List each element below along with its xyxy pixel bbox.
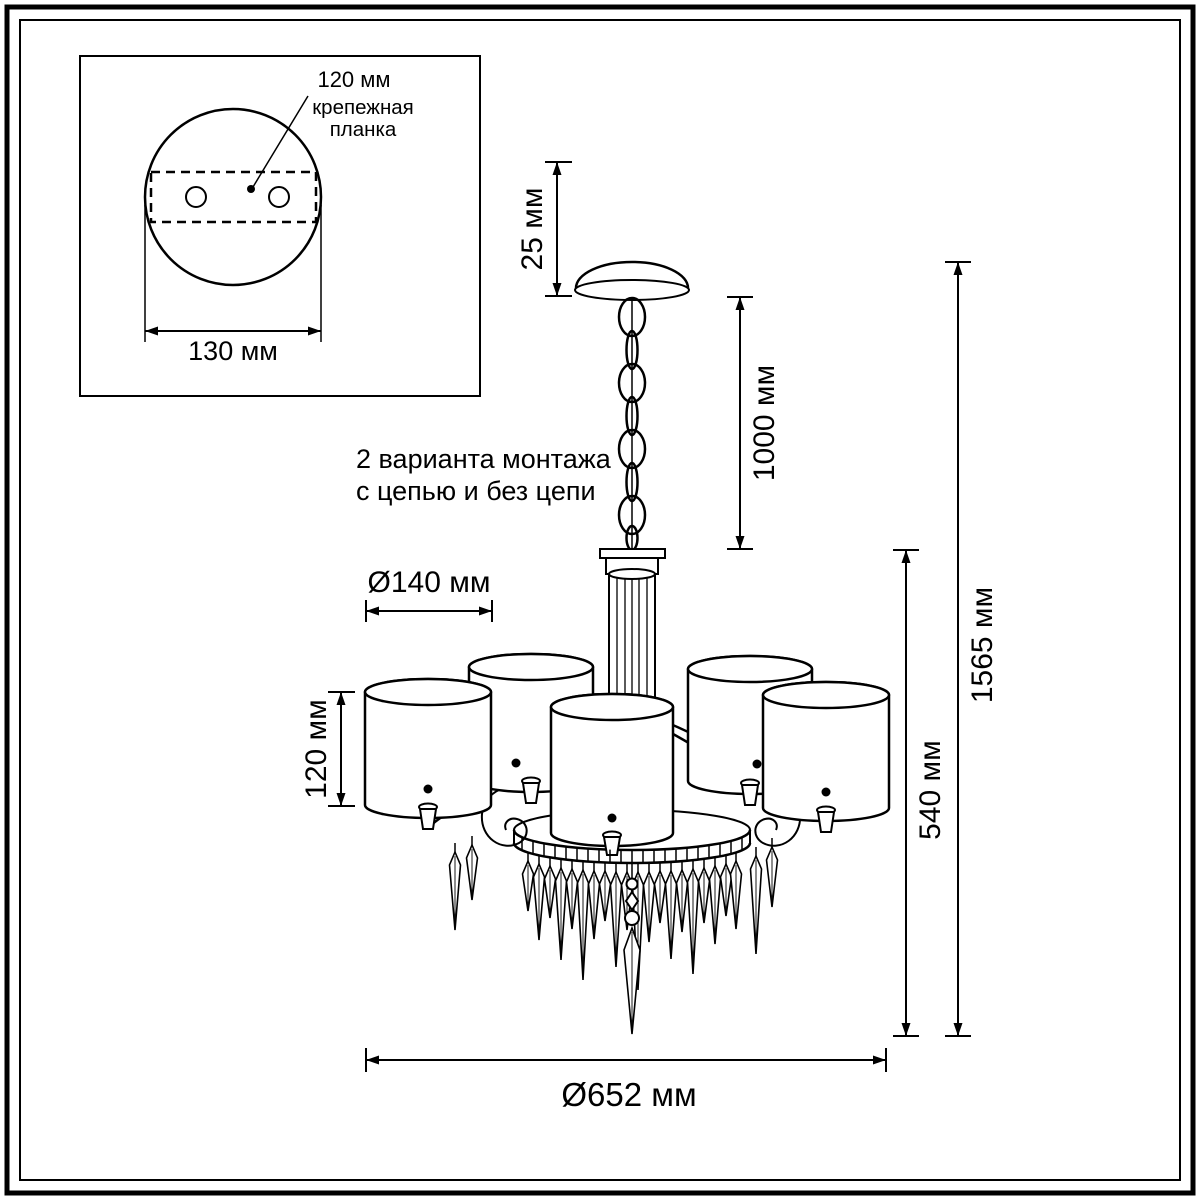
central-crystal-strand — [623, 863, 641, 1035]
dim-chain-length: 1000 мм — [727, 296, 781, 550]
coupler-plate — [599, 548, 666, 559]
candle-cup — [816, 811, 836, 833]
dim-total-diameter-label: Ø652 мм — [561, 1076, 696, 1113]
chain-link — [617, 296, 647, 338]
shade-top-rim — [761, 680, 891, 710]
candle-cup — [740, 784, 760, 806]
shade-finial-dot — [511, 758, 521, 768]
inset-plate-name-line1: крепежная — [312, 96, 414, 119]
mounting-note-line1: 2 варианта монтажа — [356, 444, 612, 474]
ceiling-canopy — [574, 260, 690, 301]
dim-total-height-label: 1565 мм — [966, 587, 999, 703]
shade-top-rim — [549, 692, 675, 722]
dim-base-width: 130 мм — [144, 205, 322, 366]
dim-body-height: 540 мм — [893, 549, 947, 1037]
chain-link — [625, 329, 639, 371]
mounting-hole-right — [268, 186, 290, 208]
dim-total-height: 1565 мм — [945, 261, 999, 1037]
hanging-chain — [617, 296, 647, 552]
dim-canopy-height-label: 25 мм — [516, 188, 549, 271]
column-top-cap — [608, 568, 656, 580]
shade-finial-dot — [752, 759, 762, 769]
candle-cup — [418, 808, 438, 830]
inset-plate-name-line2: планка — [330, 118, 397, 141]
shade-right — [761, 680, 891, 833]
shade-front-center — [549, 692, 675, 848]
shade-finial-dot — [423, 784, 433, 794]
inset-plate-width-label: 120 мм — [317, 67, 390, 92]
leader-line — [252, 95, 309, 188]
dim-canopy-height: 25 мм — [516, 161, 572, 297]
chain-link — [617, 362, 647, 404]
chain-link — [625, 395, 639, 437]
dim-shade-diameter-label: Ø140 мм — [368, 566, 491, 599]
shade-top-rim — [467, 652, 595, 682]
dim-shade-diameter: Ø140 мм — [365, 566, 493, 622]
lamp-shades — [363, 652, 891, 848]
crystal-drops — [448, 836, 779, 991]
frame-inner — [19, 19, 1181, 1181]
dim-body-height-label: 540 мм — [914, 740, 947, 840]
dim-total-diameter: Ø652 мм — [365, 1048, 887, 1113]
strand-bead — [625, 877, 639, 891]
page-frame — [4, 4, 1196, 1196]
chain-link — [625, 461, 639, 503]
dim-shade-height: 120 мм — [300, 691, 355, 807]
mounting-plate-inset: 120 мм крепежная планка 130 мм — [79, 55, 481, 397]
frame-outer — [4, 4, 1196, 1196]
canopy-base-circle — [143, 107, 323, 287]
chain-link — [617, 494, 647, 536]
mounting-plate-dashed — [149, 170, 318, 224]
dim-shade-height-label: 120 мм — [300, 699, 333, 799]
shade-left — [363, 677, 493, 830]
mounting-note-line2: с цепью и без цепи — [356, 476, 596, 506]
candle-cup — [602, 836, 622, 856]
ring-front-top-arc — [512, 829, 752, 852]
mounting-note: 2 варианта монтажа с цепью и без цепи — [356, 444, 612, 506]
dim-chain-length-label: 1000 мм — [748, 365, 781, 481]
dim-base-width-label: 130 мм — [188, 336, 278, 366]
shade-top-rim — [686, 654, 814, 684]
mounting-hole-left — [185, 186, 207, 208]
chain-link — [617, 428, 647, 470]
strand-bead — [624, 910, 640, 926]
candle-cup — [521, 782, 541, 804]
inset-box — [79, 55, 481, 397]
shade-top-rim — [363, 677, 493, 707]
shade-finial-dot — [607, 813, 617, 823]
shade-finial-dot — [821, 787, 831, 797]
